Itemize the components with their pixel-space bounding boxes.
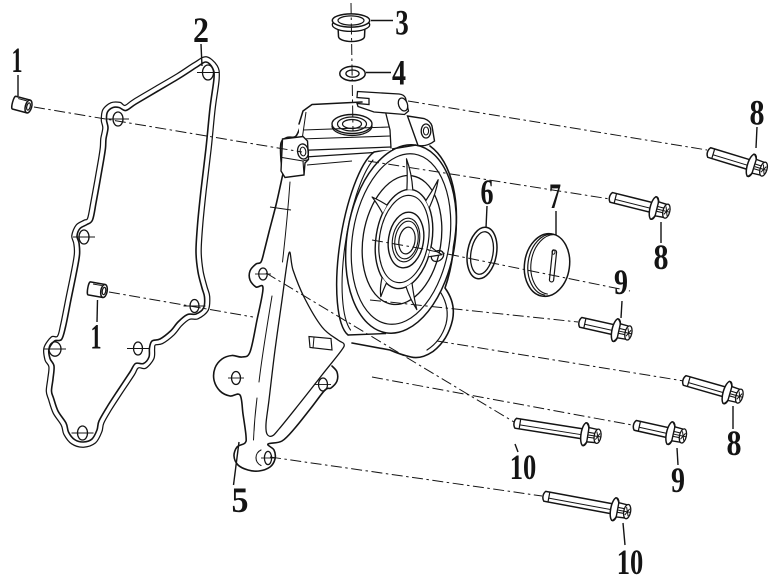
svg-text:10: 10 <box>617 542 644 580</box>
svg-text:8: 8 <box>727 423 742 463</box>
svg-text:6: 6 <box>481 172 494 212</box>
svg-text:9: 9 <box>671 460 685 500</box>
svg-text:3: 3 <box>395 3 409 43</box>
svg-text:9: 9 <box>614 262 628 302</box>
svg-text:5: 5 <box>232 480 249 520</box>
svg-text:10: 10 <box>510 447 537 487</box>
svg-text:2: 2 <box>193 10 209 50</box>
svg-text:8: 8 <box>750 93 765 133</box>
svg-text:4: 4 <box>392 53 406 93</box>
svg-text:8: 8 <box>654 237 669 277</box>
svg-text:1: 1 <box>12 40 23 80</box>
svg-text:7: 7 <box>549 176 561 216</box>
svg-text:1: 1 <box>91 317 102 357</box>
